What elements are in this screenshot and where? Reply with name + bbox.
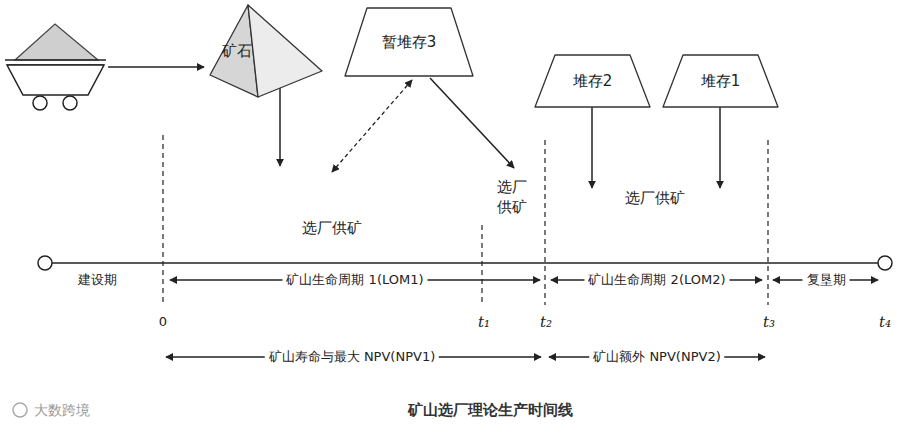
time-tick-label: t₃ (763, 314, 775, 330)
ore-pile (15, 24, 98, 60)
node-label: 堆存1 (663, 55, 778, 107)
shape-face (248, 5, 322, 97)
ore-pyramid: 矿石 (210, 5, 325, 100)
npv-label: 矿山寿命与最大 NPV(NPV1) (265, 349, 439, 365)
watermark-logo (13, 403, 27, 417)
watermark: 大数跨境 (34, 402, 90, 418)
cart-bin (7, 65, 104, 95)
flow-arrow (430, 78, 514, 168)
period-label: 建设期 (78, 272, 117, 288)
period-label: 复垦期 (803, 272, 850, 288)
timeline-end (38, 256, 52, 270)
period-label: 矿山生命周期 1(LOM1) (282, 272, 427, 288)
flow-arrow (108, 66, 204, 68)
node-label: 矿石 (212, 39, 262, 63)
dashed-flow-arrow (332, 80, 412, 172)
cart-wheel (33, 96, 47, 110)
timeline-axis (52, 262, 878, 264)
supply-label: 选厂 供矿 (495, 177, 529, 217)
timeline-end (878, 256, 892, 270)
stockpile-trapezoid: 堆存1 (663, 55, 778, 107)
time-tick-label: t₂ (540, 314, 552, 330)
cart-rim (5, 59, 106, 61)
flow-arrow (719, 107, 721, 188)
time-marker-line (481, 225, 482, 305)
flow-arrow (279, 82, 281, 166)
cart-wheel (63, 96, 77, 110)
supply-label: 选厂供矿 (302, 218, 362, 238)
shape-face (345, 8, 473, 76)
stockpile-trapezoid: 暂堆存3 (345, 8, 473, 76)
figure-caption: 矿山选厂理论生产时间线 (408, 401, 573, 420)
time-marker-line (544, 140, 545, 305)
shape-face (663, 55, 778, 107)
shape-face (535, 55, 650, 107)
time-tick-label: t₄ (879, 314, 891, 330)
time-marker-line (162, 135, 163, 305)
node-label: 暂堆存3 (345, 12, 473, 72)
npv-label: 矿山额外 NPV(NPV2) (589, 349, 724, 365)
flow-arrow (591, 107, 593, 188)
supply-label: 选厂供矿 (625, 188, 685, 208)
time-marker-line (767, 140, 768, 305)
time-tick-label: 0 (159, 314, 167, 330)
time-tick-label: t₁ (478, 314, 490, 330)
period-label: 矿山生命周期 2(LOM2) (584, 272, 729, 288)
stockpile-trapezoid: 堆存2 (535, 55, 650, 107)
node-label: 堆存2 (535, 55, 650, 107)
